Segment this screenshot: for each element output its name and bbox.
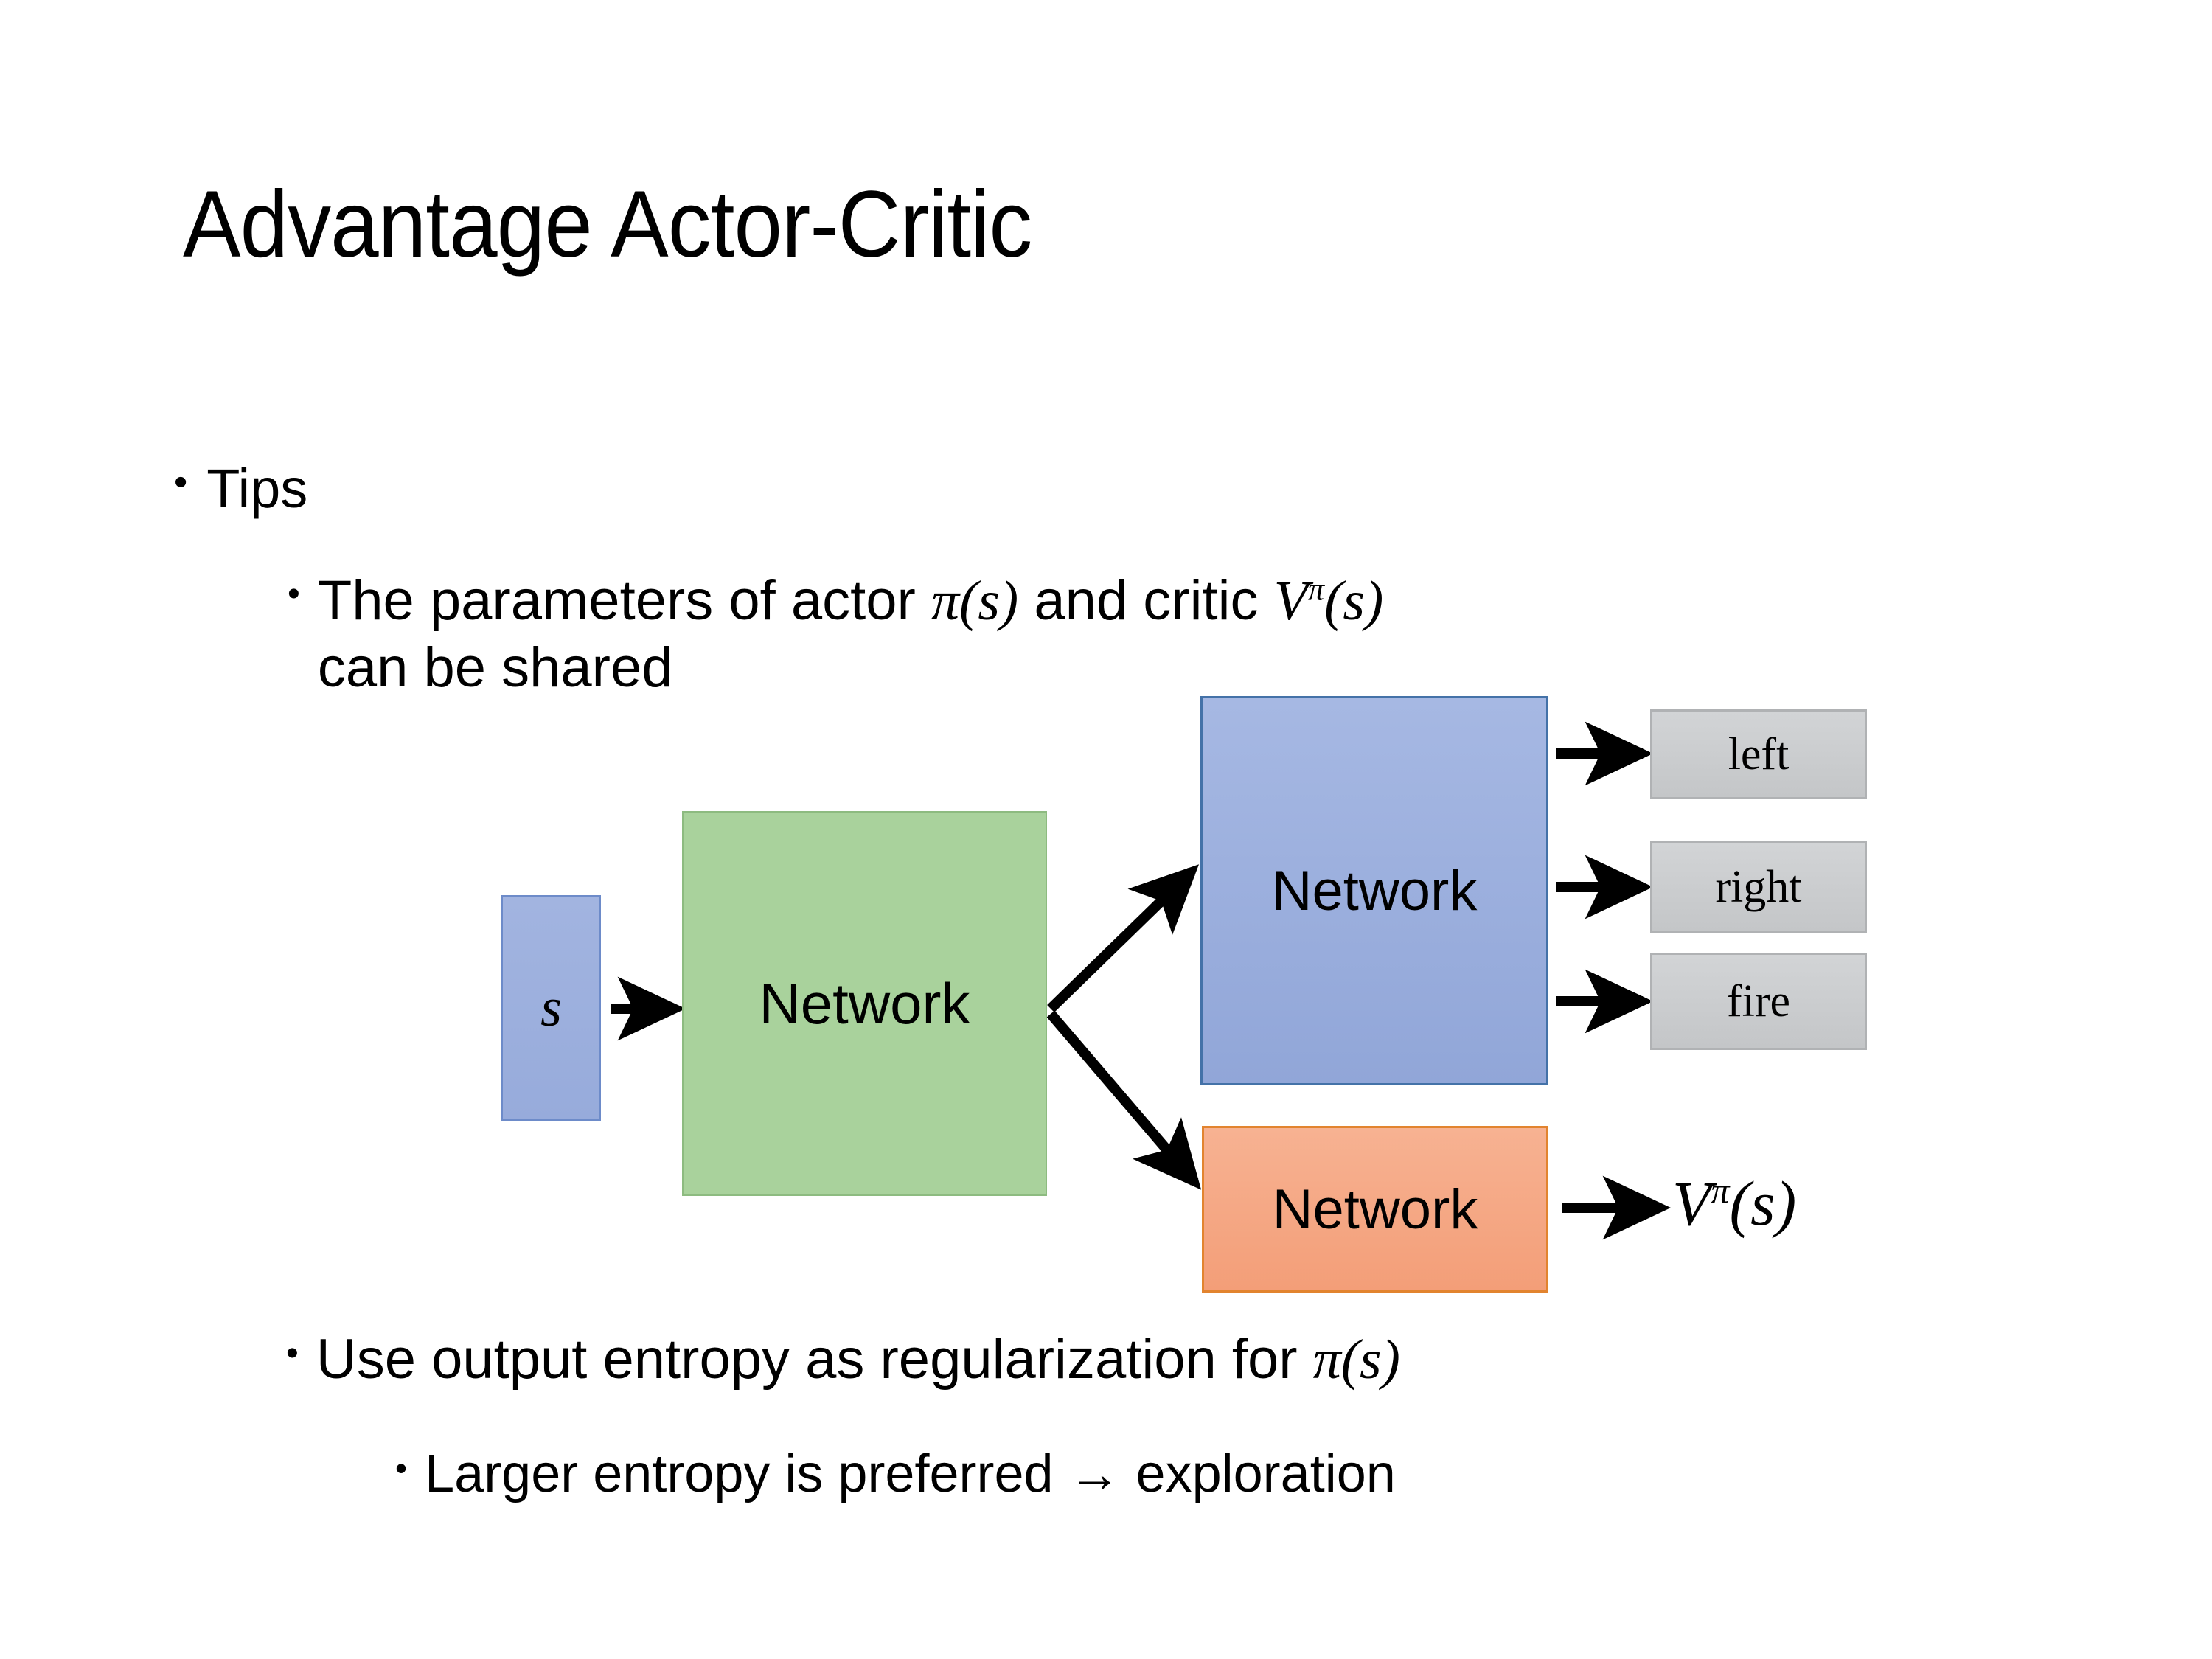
params-middle-text: and critic <box>1018 569 1274 632</box>
input-state-label: s <box>540 977 562 1038</box>
value-v-symbol: V <box>1672 1168 1711 1239</box>
value-pi-superscript: π <box>1711 1170 1730 1211</box>
action-box-left: left <box>1650 709 1867 799</box>
bullet-glyph-icon: • <box>395 1449 408 1487</box>
input-state-box: s <box>501 895 601 1121</box>
value-function-output: Vπ(s) <box>1672 1166 1796 1240</box>
entropy-prefix-text: Use output entropy as regularization for <box>316 1328 1313 1391</box>
shared-network-box: Network <box>682 811 1047 1196</box>
v-pi-of-s-formula: Vπ(s) <box>1274 570 1384 632</box>
action-label-fire: fire <box>1726 975 1791 1026</box>
critic-network-label: Network <box>1272 1178 1478 1241</box>
pi-superscript: π <box>1308 571 1325 608</box>
arrow-shared-to-critic <box>1046 1010 1202 1190</box>
bullet-shared-parameters-label: The parameters of actor π(s) and critic … <box>318 568 1384 700</box>
v-symbol: V <box>1273 570 1309 632</box>
critic-network-box: Network <box>1202 1126 1548 1293</box>
action-box-fire: fire <box>1650 953 1867 1050</box>
arrow-shared-to-actor <box>1047 864 1200 1013</box>
bullet-larger-entropy-label: Larger entropy is preferred → exploratio… <box>425 1444 1396 1503</box>
bullet-glyph-icon: • <box>174 461 188 504</box>
bullet-glyph-icon: • <box>288 574 300 613</box>
action-label-right: right <box>1715 861 1802 912</box>
value-argument: (s) <box>1729 1168 1797 1239</box>
bullet-tips-label: Tips <box>206 458 308 519</box>
action-box-right: right <box>1650 841 1867 933</box>
page-title: Advantage Actor-Critic <box>183 172 1032 277</box>
actor-network-label: Network <box>1271 859 1478 922</box>
bullet-tips: • Tips <box>174 457 307 520</box>
v-argument: (s) <box>1324 570 1384 632</box>
action-label-left: left <box>1728 728 1790 779</box>
bullet-shared-parameters: • The parameters of actor π(s) and criti… <box>288 568 1383 700</box>
actor-network-box: Network <box>1200 696 1548 1085</box>
pi-of-s-formula: π(s) <box>931 570 1019 632</box>
params-prefix-text: The parameters of actor <box>317 569 931 632</box>
bullet-larger-entropy: • Larger entropy is preferred → explorat… <box>395 1444 1396 1504</box>
bullet-entropy-label: Use output entropy as regularization for… <box>316 1327 1400 1392</box>
shared-network-label: Network <box>759 970 970 1036</box>
pi-of-s-formula: π(s) <box>1312 1329 1400 1391</box>
bullet-entropy-regularization: • Use output entropy as regularization f… <box>286 1327 1400 1392</box>
bullet-glyph-icon: • <box>286 1334 299 1373</box>
params-second-line-text: can be shared <box>317 636 673 699</box>
